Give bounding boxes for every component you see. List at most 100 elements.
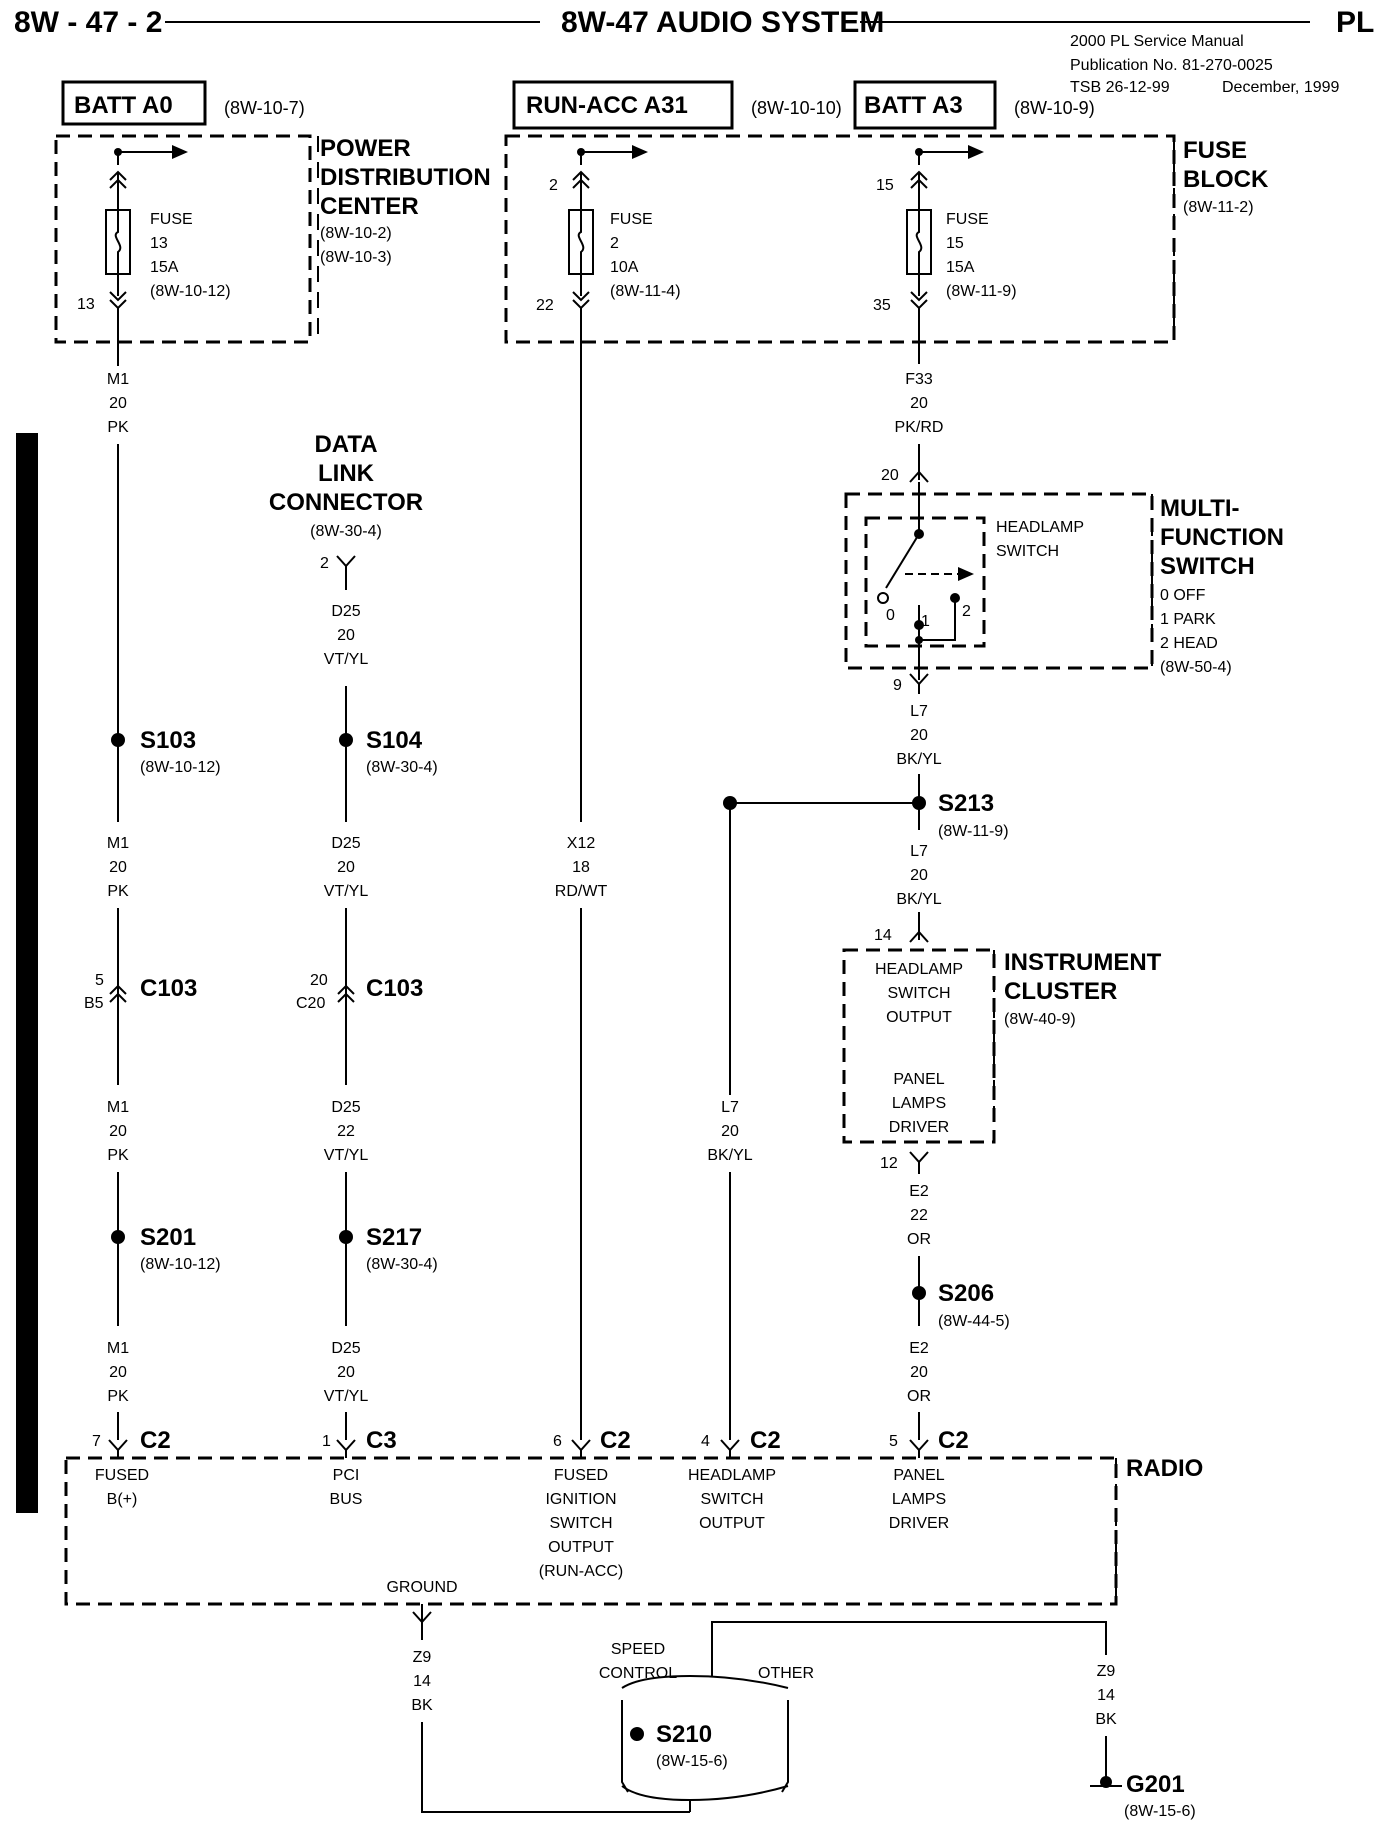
l7-c-circuit: L7 [721,1099,739,1116]
fuse15-rating: 15A [946,259,975,276]
l7-a-color: BK/YL [896,751,941,768]
radio: RADIO 7 C2 FUSED B(+) 1 C3 PCI BUS 6 C2 … [64,1427,1203,1606]
z9-a-color: BK [411,1697,433,1714]
radio-pin-1-connector [336,1439,356,1452]
s103-ref: (8W-10-12) [140,759,221,776]
batt-a3-label: BATT A3 [864,92,963,119]
mfs-ref: (8W-50-4) [1160,659,1232,676]
z9-b-color: BK [1095,1711,1117,1728]
radio-pin-4-label-1: HEADLAMP [688,1467,776,1484]
circuit-d25: DATA LINK CONNECTOR (8W-30-4) 2 D25 20 V… [269,431,438,1440]
d25-c-gauge: 22 [337,1123,355,1140]
fuse15-bus-arrowhead [968,145,984,159]
z9-b-from-s210 [711,1621,1107,1676]
mfs-contact-2-label: 2 [962,603,971,620]
cluster-ref: (8W-40-9) [1004,1011,1076,1028]
run-acc-label: RUN-ACC A31 [526,92,688,119]
l7-a-gauge: 20 [910,727,928,744]
source-batt-a3: BATT A3 (8W-10-9) [853,80,1095,130]
s210-dot [630,1727,644,1741]
c103-right-connector-2 [337,992,355,1003]
page-number: 8W - 47 - 2 [14,6,162,39]
manual-title: 2000 PL Service Manual [1070,33,1244,50]
cluster-pin-out-connector [909,1151,929,1164]
m1-b-gauge: 20 [109,859,127,876]
e2-a-color: OR [907,1231,931,1248]
c103-left-pin-top: 5 [95,972,104,989]
s210-ref: (8W-15-6) [656,1753,728,1770]
fuse-block-outline [504,134,1176,344]
pdc-bus-arrowhead [172,145,188,159]
c103-left-pin-bot: B5 [84,995,104,1012]
manual-date: December, 1999 [1222,79,1340,96]
d25-d-gauge: 20 [337,1364,355,1381]
m1-a-color: PK [107,419,129,436]
m1-a-gauge: 20 [109,395,127,412]
pdc-fuse-number: 13 [150,235,168,252]
m1-a-circuit: M1 [107,371,129,388]
s210-bracket-top [621,1674,789,1689]
circuit-e2: E2 22 OR S206 (8W-44-5) E2 20 OR [907,1162,1010,1440]
radio-pin-6-label-4: OUTPUT [548,1539,614,1556]
pdc-fuse-out-terminal [109,291,127,302]
radio-pin-6-label-2: IGNITION [545,1491,616,1508]
radio-outline [64,1456,1118,1606]
m1-c-gauge: 20 [109,1123,127,1140]
speed-control-label-1: SPEED [611,1641,665,1658]
instrument-cluster: 14 HEADLAMP SWITCH OUTPUT PANEL LAMPS DR… [842,927,1162,1172]
radio-pin-4-connector [720,1439,740,1452]
radio-pin-6-connector-label: C2 [600,1427,631,1454]
run-acc-box [512,80,734,130]
margin-bar [16,433,38,1513]
fuse2-element [577,210,585,274]
cluster-out-label-2: SWITCH [887,985,950,1002]
c103-left-connector [109,984,127,995]
mfs-position-park: 1 PARK [1160,611,1216,628]
fuse-block: FUSE BLOCK (8W-11-2) 2 22 FUSE 2 10A (8W… [504,134,1269,344]
radio-pin-1-connector-label: C3 [366,1427,397,1454]
m1-b-color: PK [107,883,129,900]
m1-b-circuit: M1 [107,835,129,852]
ground-circuit: Z9 14 BK S210 (8W-15-6) SPEED CONTROL OT… [411,1604,1196,1820]
fuse2-pin-out: 22 [536,297,554,314]
circuit-l7: L7 20 BK/YL S213 (8W-11-9) L7 20 BK/YL L… [707,684,1009,1440]
pdc-fuse-rating: 15A [150,259,179,276]
radio-pin-6-label-1: FUSED [554,1467,608,1484]
s104-dot [339,733,353,747]
pdc-ref-1: (8W-10-2) [320,225,392,242]
speed-control-label-2: CONTROL [599,1665,677,1682]
radio-pin-6-label-5: (RUN-ACC) [539,1563,623,1580]
d25-a-gauge: 20 [337,627,355,644]
s217-ref: (8W-30-4) [366,1256,438,1273]
radio-pin-7-label-1: FUSED [95,1467,149,1484]
d25-b-gauge: 20 [337,859,355,876]
fuse-block-title-1: FUSE [1183,137,1247,164]
pdc-title-3: CENTER [320,193,419,220]
source-batt-a0: BATT A0 (8W-10-7) [61,80,305,126]
headlamp-switch-outline [864,516,986,648]
mfs-position-off: 0 OFF [1160,587,1206,604]
d25-b-circuit: D25 [331,835,360,852]
radio-pin-4-label-3: OUTPUT [699,1515,765,1532]
x12-color: RD/WT [555,883,608,900]
z9-a-gauge: 14 [413,1673,431,1690]
d25-a-circuit: D25 [331,603,360,620]
radio-pin-7-label-2: B(+) [107,1491,138,1508]
radio-pin-1-label-1: PCI [333,1467,360,1484]
s201-ref: (8W-10-12) [140,1256,221,1273]
headlamp-switch-label-2: SWITCH [996,543,1059,560]
d25-a-color: VT/YL [324,651,369,668]
tsb-number: TSB 26-12-99 [1070,79,1170,96]
d25-d-circuit: D25 [331,1340,360,1357]
d25-c-circuit: D25 [331,1099,360,1116]
page-title: 8W-47 AUDIO SYSTEM [561,6,884,39]
fuse15-ref: (8W-11-9) [946,283,1017,300]
cluster-driver-label-3: DRIVER [889,1119,949,1136]
m1-d-circuit: M1 [107,1340,129,1357]
radio-pin-7-connector [108,1439,128,1452]
s206-dot [912,1286,926,1300]
vehicle-code: PL [1336,6,1374,39]
radio-pin-6-label-3: SWITCH [549,1515,612,1532]
e2-b-gauge: 20 [910,1364,928,1381]
fuse15-number: 15 [946,235,964,252]
